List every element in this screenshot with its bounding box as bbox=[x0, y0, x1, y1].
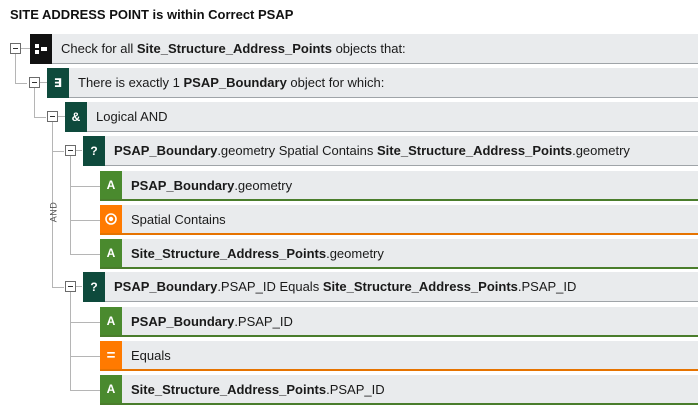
tree-line bbox=[70, 390, 100, 391]
tree-line bbox=[76, 150, 82, 151]
collapse-toggle[interactable] bbox=[47, 111, 58, 122]
tree-line bbox=[52, 151, 64, 152]
tree-line bbox=[70, 322, 100, 323]
logical-and-icon: & bbox=[65, 102, 87, 132]
tree-line bbox=[21, 48, 30, 49]
collapse-toggle[interactable] bbox=[10, 43, 21, 54]
tree-line bbox=[70, 220, 100, 221]
rule-node-attribute[interactable]: A Site_Structure_Address_Points.PSAP_ID bbox=[100, 375, 698, 405]
attribute-icon: A bbox=[100, 171, 122, 199]
tree-line bbox=[70, 356, 100, 357]
tree-line bbox=[58, 116, 66, 117]
node-label: PSAP_Boundary.geometry Spatial Contains … bbox=[114, 143, 630, 158]
node-label: PSAP_Boundary.geometry bbox=[131, 177, 293, 193]
rule-node-operator[interactable]: = Equals bbox=[100, 341, 698, 371]
attribute-icon: A bbox=[100, 307, 122, 335]
tree-line bbox=[34, 87, 35, 117]
condition-icon: ? bbox=[83, 272, 105, 302]
tree-line bbox=[15, 52, 16, 84]
rule-node-attribute[interactable]: A PSAP_Boundary.PSAP_ID bbox=[100, 307, 698, 337]
page-title: SITE ADDRESS POINT is within Correct PSA… bbox=[10, 7, 294, 22]
rule-node-condition[interactable]: ? PSAP_Boundary.PSAP_ID Equals Site_Stru… bbox=[83, 272, 698, 302]
tree-line bbox=[70, 254, 100, 255]
tree-line bbox=[40, 82, 48, 83]
node-label: Site_Structure_Address_Points.PSAP_ID bbox=[131, 381, 385, 397]
node-label: PSAP_Boundary.PSAP_ID bbox=[131, 313, 293, 329]
rule-node-condition[interactable]: ? PSAP_Boundary.geometry Spatial Contain… bbox=[83, 136, 698, 166]
tree-line bbox=[52, 287, 64, 288]
rule-node-for-all[interactable]: Check for all Site_Structure_Address_Poi… bbox=[30, 34, 698, 64]
tree-line bbox=[15, 83, 27, 84]
and-connector-label: AND bbox=[48, 201, 59, 223]
tree-line bbox=[70, 186, 100, 187]
collapse-toggle[interactable] bbox=[65, 281, 76, 292]
tree-line bbox=[70, 156, 71, 254]
rule-node-attribute[interactable]: A PSAP_Boundary.geometry bbox=[100, 171, 698, 201]
tree-line bbox=[76, 286, 82, 287]
condition-icon: ? bbox=[83, 136, 105, 166]
node-label: Logical AND bbox=[96, 109, 168, 124]
attribute-icon: A bbox=[100, 375, 122, 403]
rule-node-exists[interactable]: ∃ There is exactly 1 PSAP_Boundary objec… bbox=[47, 68, 698, 98]
exists-icon: ∃ bbox=[47, 68, 69, 98]
tree-line bbox=[52, 122, 53, 287]
attribute-icon: A bbox=[100, 239, 122, 267]
for-all-icon bbox=[30, 34, 52, 64]
node-label: Spatial Contains bbox=[131, 211, 226, 227]
rule-node-logical-and[interactable]: & Logical AND bbox=[65, 102, 698, 132]
collapse-toggle[interactable] bbox=[65, 145, 76, 156]
node-label: Site_Structure_Address_Points.geometry bbox=[131, 245, 384, 261]
collapse-toggle[interactable] bbox=[29, 77, 40, 88]
node-label: Equals bbox=[131, 347, 171, 363]
spatial-operator-icon bbox=[100, 205, 122, 233]
node-label: Check for all Site_Structure_Address_Poi… bbox=[61, 41, 406, 56]
tree-line bbox=[34, 117, 46, 118]
rule-node-operator[interactable]: Spatial Contains bbox=[100, 205, 698, 235]
equals-operator-icon: = bbox=[100, 341, 122, 369]
node-label: There is exactly 1 PSAP_Boundary object … bbox=[78, 75, 385, 90]
rule-node-attribute[interactable]: A Site_Structure_Address_Points.geometry bbox=[100, 239, 698, 269]
node-label: PSAP_Boundary.PSAP_ID Equals Site_Struct… bbox=[114, 279, 577, 294]
tree-line bbox=[70, 292, 71, 390]
